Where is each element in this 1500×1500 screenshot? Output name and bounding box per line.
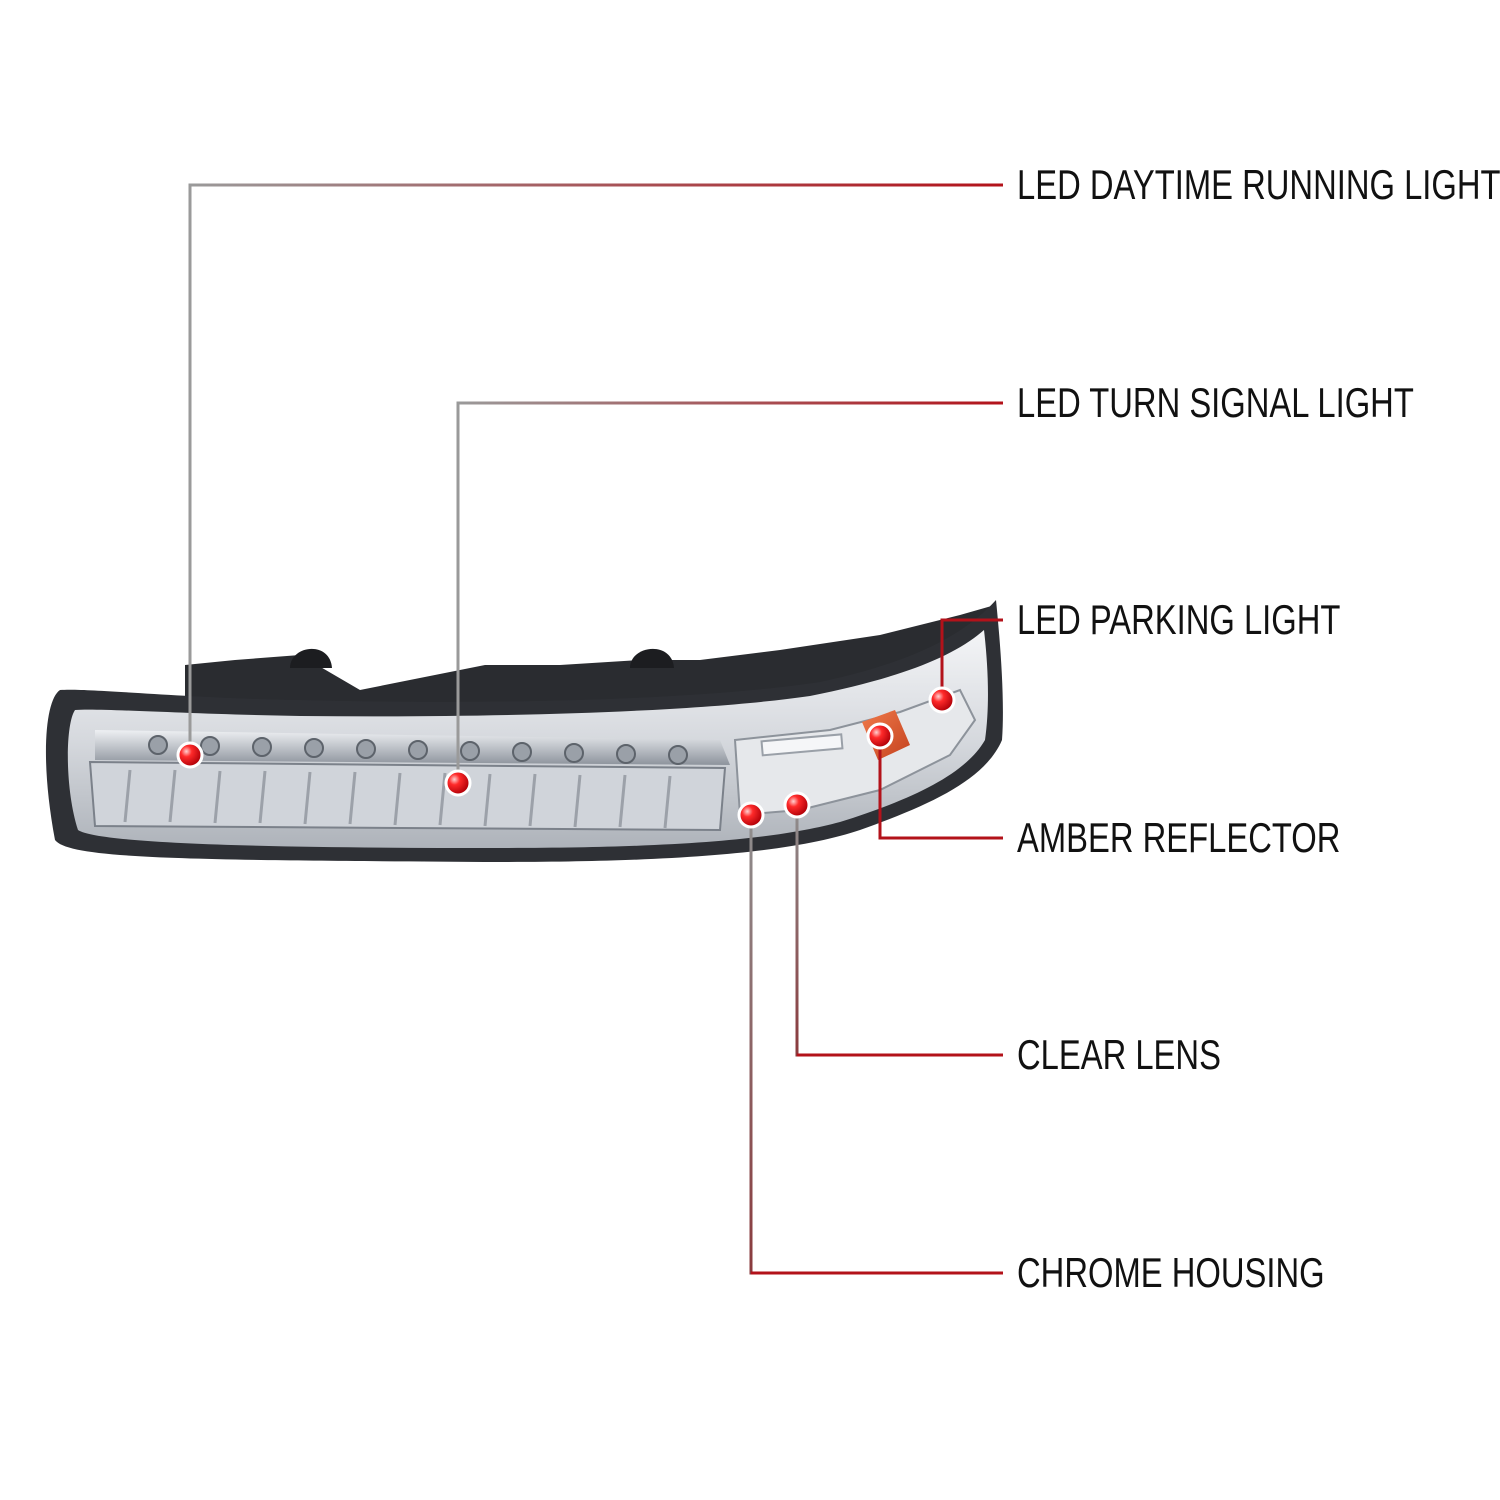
label-led-daytime-running-light: LED DAYTIME RUNNING LIGHT — [1017, 161, 1500, 208]
marker-dot-clear-lens — [783, 791, 811, 819]
marker-dot-chrome-housing — [737, 801, 765, 829]
label-amber-reflector: AMBER REFLECTOR — [1017, 814, 1341, 861]
leader-line-clear-lens — [795, 805, 1003, 1057]
marker-dot-amber — [866, 722, 894, 750]
leader-line-turn-signal — [456, 401, 1003, 783]
label-led-parking-light: LED PARKING LIGHT — [1017, 596, 1341, 643]
markers — [176, 686, 956, 829]
marker-dot-drl — [176, 741, 204, 769]
lens-ridges — [123, 769, 672, 829]
marker-dot-parking — [928, 686, 956, 714]
led-row — [148, 735, 688, 765]
leader-line-amber — [878, 736, 1003, 840]
leader-line-drl — [188, 183, 1003, 755]
turn-signal-lens — [88, 760, 727, 832]
leader-line-parking — [940, 618, 1003, 700]
label-clear-lens: CLEAR LENS — [1017, 1031, 1221, 1078]
mount-tab-right — [630, 648, 674, 668]
headlight-assembly — [45, 600, 1003, 862]
mount-tab-left — [290, 648, 332, 668]
marker-dot-turn-signal — [444, 769, 472, 797]
leader-lines — [188, 183, 1003, 1275]
label-led-turn-signal-light: LED TURN SIGNAL LIGHT — [1017, 379, 1414, 426]
leader-line-chrome-housing — [749, 815, 1003, 1275]
label-chrome-housing: CHROME HOUSING — [1017, 1249, 1325, 1296]
clear-lens-bar — [760, 733, 844, 757]
